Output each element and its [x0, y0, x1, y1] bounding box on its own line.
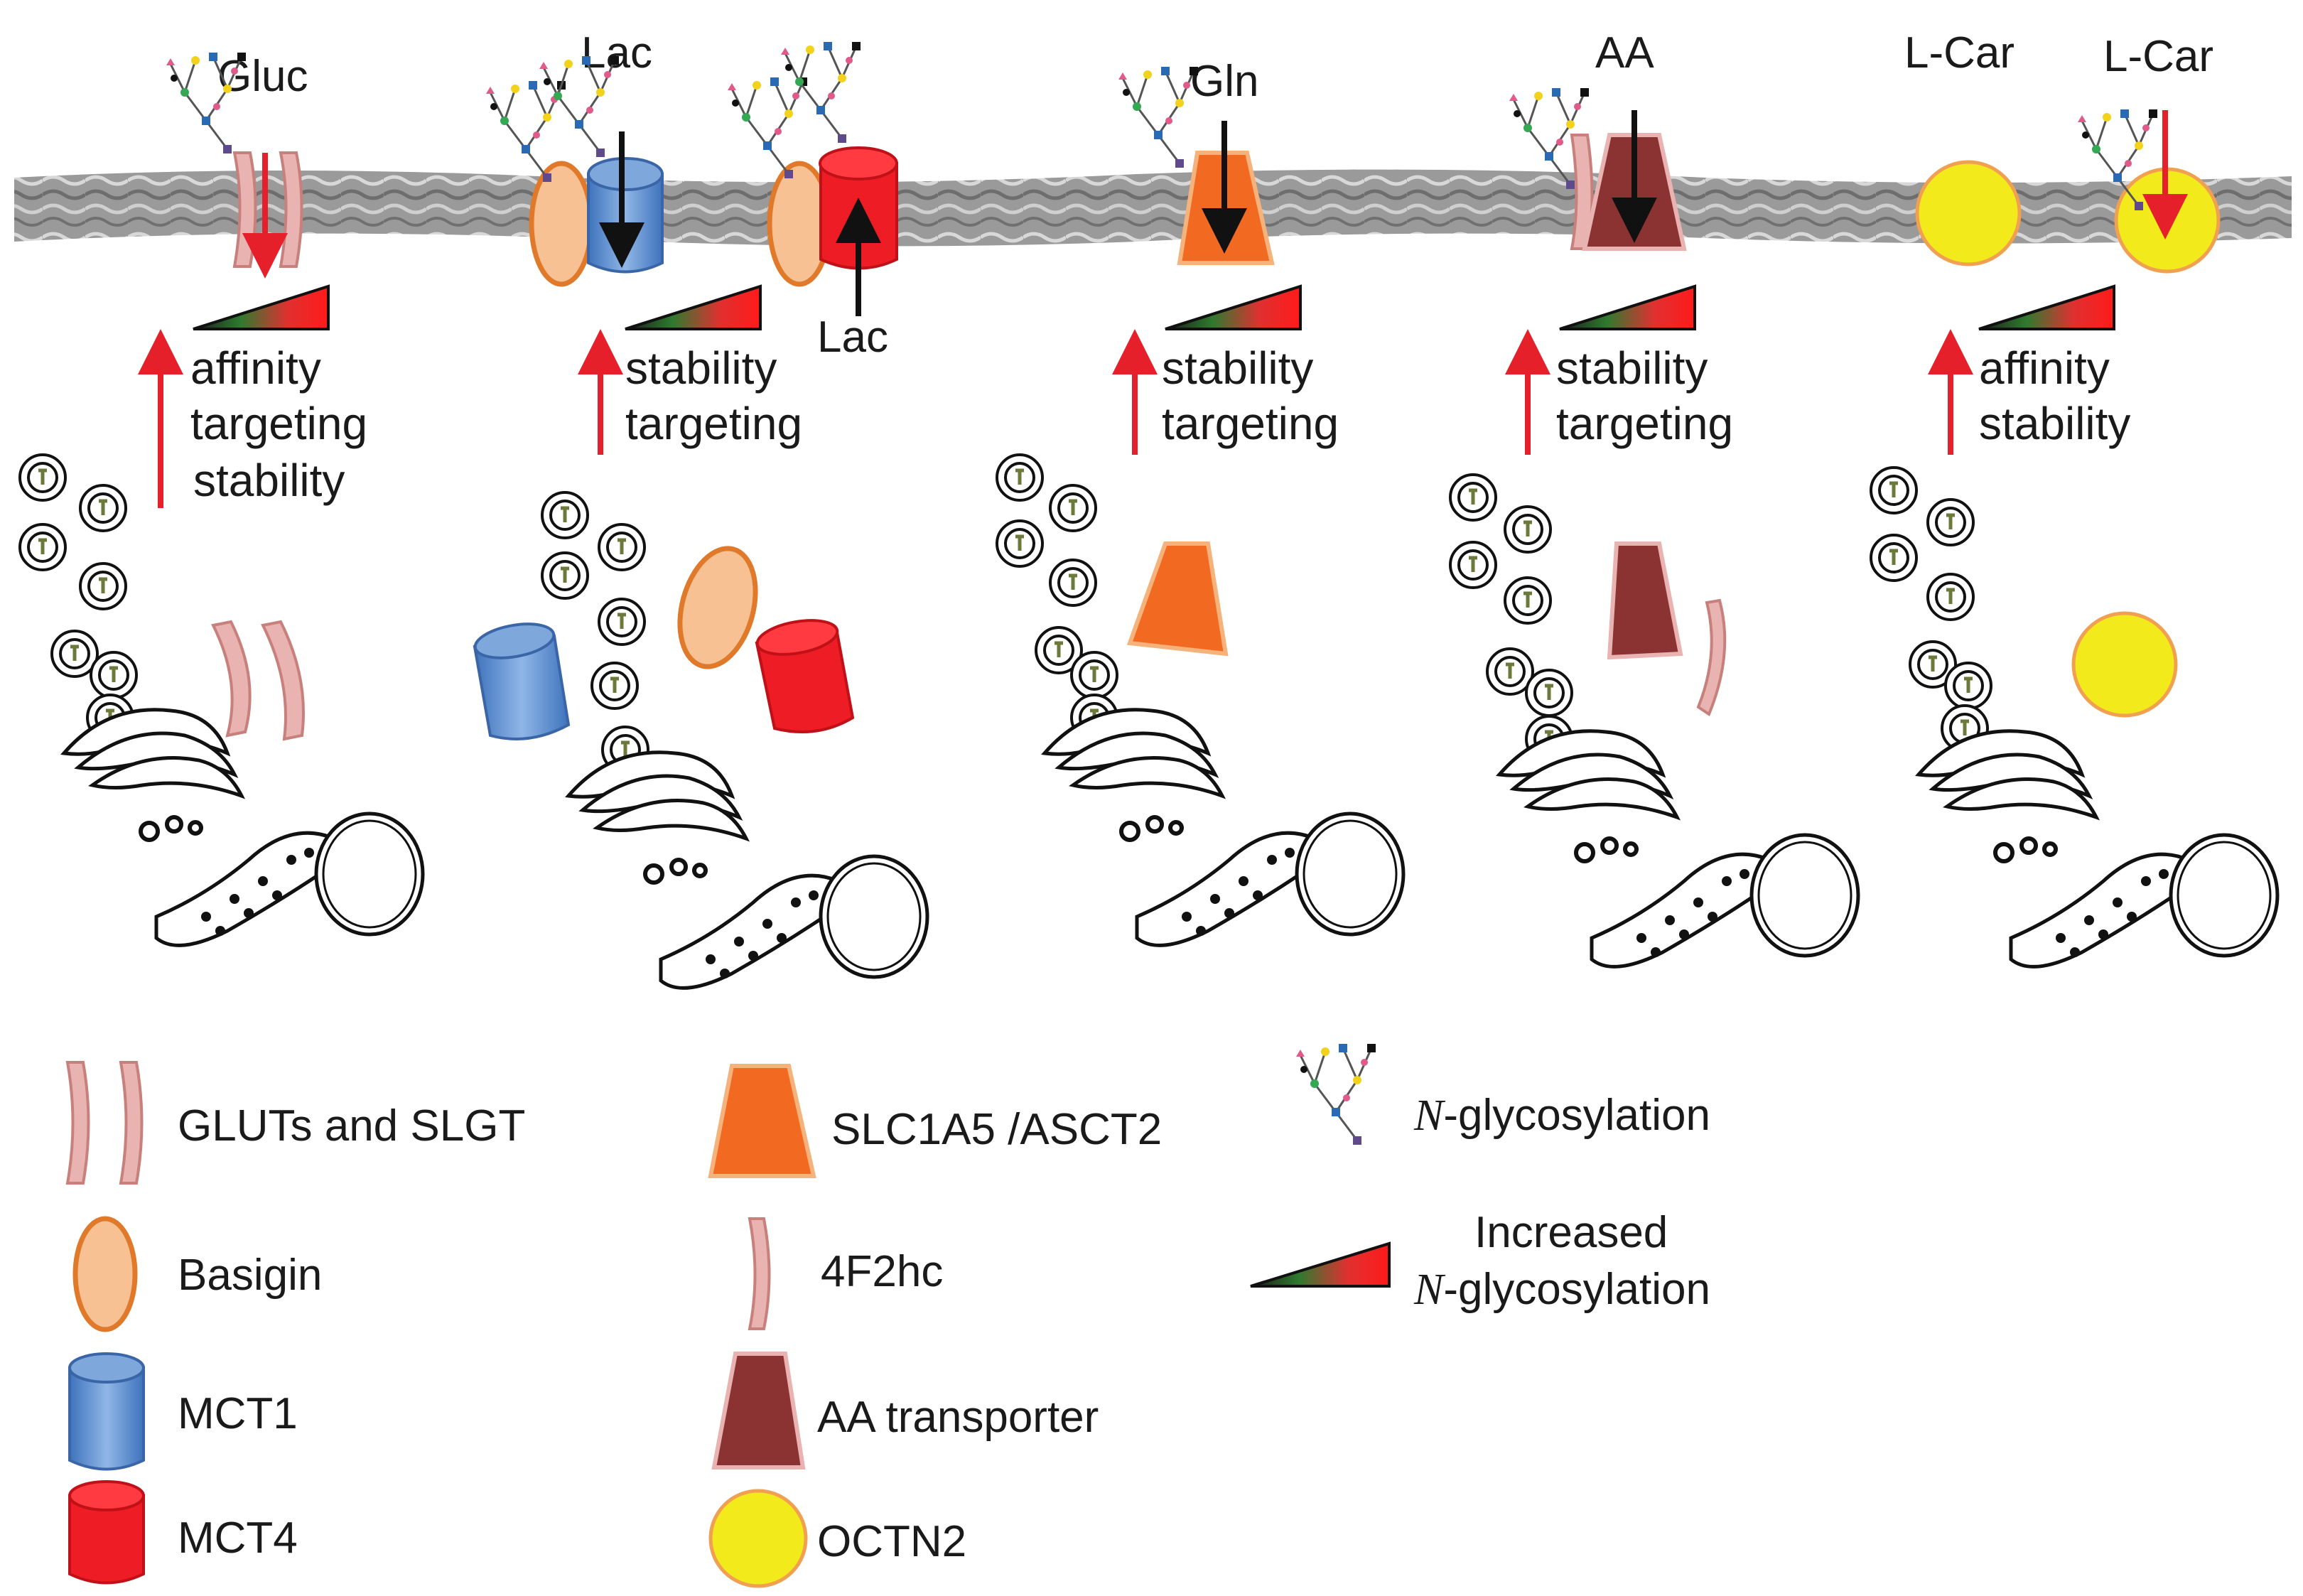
- property-label: stability: [193, 455, 345, 506]
- increase-ramp-icon: [1558, 285, 1696, 330]
- vesicle-icon: [1050, 485, 1096, 531]
- golgi-er-icon: [1045, 710, 1403, 946]
- vesicle-icon: [542, 553, 588, 598]
- legend-item-gluts: GLUTs and SLGT: [65, 1061, 525, 1185]
- svg-text:4F2hc: 4F2hc: [821, 1247, 943, 1296]
- substrate-gluc-label: Gluc: [217, 52, 308, 101]
- mct4-cytosol: [755, 619, 855, 733]
- mct1-membrane: [587, 157, 664, 274]
- property-label: targeting: [625, 398, 802, 449]
- property-label: targeting: [190, 398, 367, 449]
- svg-text:MCT4: MCT4: [178, 1514, 298, 1563]
- glut-transporter-cytosol: [211, 620, 305, 741]
- vesicle-icon: [1505, 507, 1550, 552]
- svg-text:AA transporter: AA transporter: [817, 1393, 1099, 1442]
- vesicle-icon: [1505, 578, 1550, 623]
- substrate-aa-label: AA: [1595, 28, 1654, 77]
- vesicle-icon: [1946, 663, 1991, 708]
- vesicle-icon: [20, 524, 65, 570]
- svg-text:MCT1: MCT1: [178, 1389, 298, 1438]
- glucose-column: Gluc affinity targeting stability: [20, 51, 423, 946]
- vesicle-icon: [1450, 542, 1496, 588]
- vesicle-icon: [599, 599, 644, 645]
- vesicle-icon: [91, 652, 136, 698]
- vesicle-icon: [997, 455, 1042, 500]
- property-label: stability: [1979, 398, 2130, 449]
- lactate-column: Lac Lac stability targeting: [473, 28, 927, 988]
- amino-acid-column: AA stability targeting: [1450, 28, 1858, 966]
- svg-text:N-glycosylation: N-glycosylation: [1413, 1265, 1710, 1314]
- increase-ramp-icon: [192, 285, 330, 330]
- legend-item-increased-n-glycosylation: Increased N-glycosylation: [1250, 1208, 1710, 1314]
- n-glycosylation-icon: [780, 41, 862, 144]
- legend-item-aa-transporter: AA transporter: [711, 1352, 1099, 1470]
- vesicle-icon: [1871, 468, 1916, 513]
- vesicle-icon: [542, 492, 588, 538]
- property-label: targeting: [1556, 398, 1733, 449]
- vesicle-icon: [1450, 475, 1496, 520]
- vesicle-icon: [80, 564, 126, 609]
- svg-text:Increased: Increased: [1474, 1208, 1668, 1257]
- golgi-er-icon: [1499, 731, 1858, 967]
- legend-item-4f2hc: 4F2hc: [748, 1217, 943, 1330]
- increase-ramp-icon: [1978, 285, 2115, 330]
- aa-transporter-cytosol: [1607, 541, 1683, 660]
- property-label: stability: [625, 343, 777, 394]
- mct1-cytosol: [473, 622, 571, 740]
- legend-item-slc1a5: SLC1A5 /ASCT2: [708, 1064, 1162, 1178]
- substrate-lcar-left-label: L-Car: [1904, 28, 2015, 77]
- legend-item-mct4: MCT4: [68, 1480, 298, 1585]
- property-label: affinity: [1979, 343, 2110, 394]
- vesicle-icon: [997, 521, 1042, 566]
- substrate-lac-bottom-label: Lac: [817, 313, 888, 362]
- legend-item-n-glycosylation: N-glycosylation: [1295, 1042, 1710, 1146]
- glutamine-column: Gln stability targeting: [997, 57, 1403, 945]
- legend-item-mct1: MCT1: [68, 1352, 298, 1471]
- property-label: stability: [1556, 343, 1708, 394]
- golgi-er-icon: [1919, 731, 2277, 967]
- vesicle-icon: [1072, 652, 1117, 698]
- golgi-er-icon: [568, 753, 927, 988]
- n-glycosylation-icon: [1295, 1042, 1377, 1146]
- property-label: affinity: [190, 343, 321, 394]
- svg-text:GLUTs and SLGT: GLUTs and SLGT: [178, 1101, 525, 1150]
- property-label: stability: [1162, 343, 1313, 394]
- vesicle-icon: [599, 524, 644, 570]
- svg-text:OCTN2: OCTN2: [817, 1517, 966, 1566]
- carnitine-column: L-Car L-Car affinity stability: [1871, 28, 2277, 966]
- vesicle-icon: [1050, 560, 1096, 605]
- vesicle-icon: [592, 663, 637, 708]
- vesicle-icon: [1928, 500, 1973, 545]
- legend: GLUTs and SLGT Basigin MCT1 MCT4 SLC1A5 …: [65, 1042, 1710, 1588]
- svg-text:Basigin: Basigin: [178, 1251, 322, 1300]
- legend-item-basigin: Basigin: [72, 1216, 322, 1332]
- octn2-membrane: [1915, 160, 2022, 266]
- legend-item-octn2: OCTN2: [708, 1489, 966, 1588]
- substrate-lcar-right-label: L-Car: [2103, 32, 2213, 81]
- vesicle-icon: [20, 455, 65, 500]
- vesicle-icon: [1928, 574, 1973, 620]
- basigin-cytosol: [677, 546, 758, 669]
- increase-ramp-icon: [1164, 285, 1302, 330]
- increase-ramp-icon: [1250, 1241, 1391, 1288]
- substrate-lac-top-label: Lac: [581, 28, 652, 77]
- increase-ramp-icon: [624, 285, 762, 330]
- svg-text:N-glycosylation: N-glycosylation: [1413, 1091, 1710, 1140]
- n-glycosylation-icon: [1117, 65, 1199, 169]
- slc1a5-cytosol: [1126, 541, 1229, 657]
- vesicle-icon: [1526, 670, 1572, 716]
- f2hc-cytosol: [1696, 598, 1727, 717]
- golgi-er-icon: [64, 710, 423, 946]
- vesicle-icon: [1871, 535, 1916, 581]
- svg-text:SLC1A5 /ASCT2: SLC1A5 /ASCT2: [831, 1105, 1162, 1154]
- octn2-cytosol: [2071, 611, 2178, 718]
- n-glycosylation-icon: [165, 51, 247, 155]
- vesicle-icon: [80, 485, 126, 531]
- basigin-membrane: [529, 161, 594, 287]
- property-label: targeting: [1162, 398, 1339, 449]
- substrate-gln-label: Gln: [1190, 57, 1258, 106]
